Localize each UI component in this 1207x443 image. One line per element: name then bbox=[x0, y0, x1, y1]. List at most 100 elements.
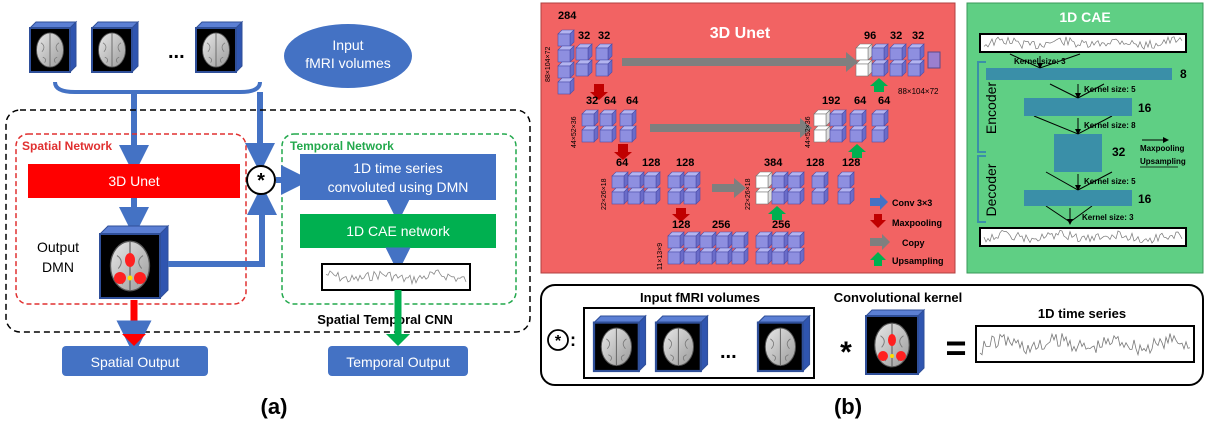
input-volume-3 bbox=[196, 22, 242, 72]
unet-label-dec1-b: 32 bbox=[912, 30, 924, 42]
legend-maxpool-icon bbox=[870, 214, 886, 228]
conv-explain-colon: : bbox=[570, 330, 576, 350]
unet-dim-l2-dec: 44×52×36 bbox=[805, 116, 812, 148]
maxpool-arrow-2-icon bbox=[614, 144, 632, 160]
conv-input-box bbox=[583, 307, 815, 379]
conv-kernel-title: Convolutional kernel bbox=[834, 290, 963, 305]
unet-label-enc2-a: 32 bbox=[586, 95, 598, 107]
unet-label-enc4-b: 256 bbox=[712, 219, 730, 231]
unet-label-enc2-c: 64 bbox=[626, 95, 639, 107]
unet-output-block bbox=[927, 51, 941, 69]
unet-label-dec2-b: 64 bbox=[878, 95, 891, 107]
unet-copy-level1-head-icon bbox=[846, 52, 858, 72]
legend-maxpool-label: Maxpooling bbox=[892, 218, 942, 228]
unet-block bbox=[28, 164, 240, 198]
legend-upsample-icon bbox=[870, 252, 886, 266]
conv-input-volume-1 bbox=[594, 316, 646, 371]
legend-copy-icon bbox=[870, 234, 890, 250]
cae-input-series-box bbox=[979, 33, 1187, 53]
unet-level2-decoder bbox=[813, 109, 889, 143]
conv-equals: = bbox=[945, 327, 966, 368]
cae-output-series-line bbox=[983, 229, 1183, 244]
unet-label-enc1-a: 32 bbox=[578, 30, 590, 42]
input-ellipsis: ... bbox=[168, 41, 185, 63]
cae-layer-8 bbox=[986, 68, 1172, 80]
cae-kernel-4: Kernel size: 5 bbox=[1084, 177, 1136, 186]
conv-input-title: Input fMRI volumes bbox=[640, 290, 760, 305]
panel-b-convolution: * : Input fMRI volumes ... * Convolution… bbox=[540, 284, 1204, 386]
cae-size-8: 8 bbox=[1180, 67, 1187, 81]
cae-size-16-enc: 16 bbox=[1138, 101, 1152, 115]
arrowhead-temporal-output-icon bbox=[386, 334, 410, 346]
input-label-line1: Input bbox=[332, 37, 363, 53]
unet-copy-level3-head-icon bbox=[734, 178, 746, 198]
unet-dim-l3-enc: 22×26×18 bbox=[601, 178, 608, 210]
cae-label: 1D CAE network bbox=[346, 223, 450, 239]
upsample-arrow-3-icon bbox=[768, 206, 786, 220]
temporal-output-box bbox=[328, 346, 468, 376]
conv-block bbox=[300, 154, 496, 200]
unet-copy-level1 bbox=[622, 58, 846, 66]
unet-label-enc1-b: 32 bbox=[598, 30, 610, 42]
conv-label-line2: convoluted using DMN bbox=[328, 179, 469, 195]
cae-output-series-box bbox=[979, 227, 1187, 247]
unet-copy-level2-head-icon bbox=[800, 118, 812, 138]
cae-kernel-2: Kernel size: 5 bbox=[1084, 85, 1136, 94]
conv-explain-operator-icon bbox=[547, 329, 569, 351]
legend-conv-label: Conv 3×3 bbox=[892, 198, 932, 208]
unet-level3-encoder bbox=[611, 171, 701, 205]
unet-label-dec2-a: 64 bbox=[854, 95, 867, 107]
unet-label-384: 384 bbox=[764, 157, 783, 169]
conv-input-volume-3 bbox=[758, 316, 810, 371]
cae-panel-title: 1D CAE bbox=[1059, 9, 1110, 25]
dmn-label-line1: Output bbox=[37, 239, 79, 255]
cae-input-series-line bbox=[983, 35, 1183, 50]
cae-block bbox=[300, 214, 496, 248]
unet-label-192: 192 bbox=[822, 95, 840, 107]
upsample-arrow-1-icon bbox=[870, 78, 888, 92]
input-ellipse bbox=[284, 24, 412, 88]
spatial-output-box bbox=[62, 346, 208, 376]
spatial-output-label: Spatial Output bbox=[91, 354, 180, 370]
unet-level2-encoder bbox=[581, 109, 637, 143]
cae-layer-16-enc bbox=[1024, 98, 1132, 116]
conv-input-volume-2 bbox=[656, 316, 708, 371]
unet-label-enc3-c: 128 bbox=[676, 157, 694, 169]
unet-dim-l1-dec: 88×104×72 bbox=[898, 87, 939, 96]
unet-level1-decoder bbox=[855, 43, 925, 77]
input-volume-2 bbox=[92, 22, 138, 72]
unet-dim-l1-enc: 88×104×72 bbox=[545, 46, 552, 82]
conv-explain-operator-asterisk: * bbox=[555, 333, 562, 350]
unet-label: 3D Unet bbox=[108, 173, 159, 189]
stcnn-label: Spatial Temporal CNN bbox=[317, 312, 453, 327]
operator-asterisk: * bbox=[257, 170, 265, 192]
unet-copy-level3 bbox=[712, 184, 734, 192]
upsample-arrow-2-icon bbox=[848, 144, 866, 158]
unet-copy-level2 bbox=[650, 124, 800, 132]
conv-label-line1: 1D time series bbox=[353, 160, 442, 176]
unet-label-enc4-a: 128 bbox=[672, 219, 690, 231]
conv-kernel-volume bbox=[864, 308, 926, 376]
conv-series-line bbox=[979, 332, 1191, 357]
unet-label-dec3-b: 128 bbox=[842, 157, 860, 169]
decoder-bracket bbox=[977, 155, 986, 223]
unet-label-dec3-a: 128 bbox=[806, 157, 824, 169]
unet-label-enc2-b: 64 bbox=[604, 95, 617, 107]
cae-kernel-3: Kernel size: 8 bbox=[1084, 121, 1136, 130]
unet-label-dec1-a: 32 bbox=[890, 30, 902, 42]
cae-layer-16-dec bbox=[1024, 190, 1132, 206]
unet-level4-bottleneck bbox=[667, 231, 805, 265]
unet-dim-l3-dec: 22×26×18 bbox=[745, 178, 752, 210]
conv-star: * bbox=[840, 336, 852, 369]
dmn-label-line2: DMN bbox=[42, 259, 74, 275]
cae-size-32: 32 bbox=[1112, 145, 1126, 159]
temporal-network-title: Temporal Network bbox=[290, 139, 394, 153]
legend-copy-label: Copy bbox=[902, 238, 925, 248]
maxpool-arrow-3-icon bbox=[672, 208, 690, 222]
unet-label-96: 96 bbox=[864, 30, 876, 42]
conv-series-box bbox=[975, 325, 1195, 363]
temporal-output-label: Temporal Output bbox=[346, 354, 450, 370]
encoder-bracket bbox=[977, 61, 986, 153]
stcnn-box bbox=[5, 109, 531, 333]
